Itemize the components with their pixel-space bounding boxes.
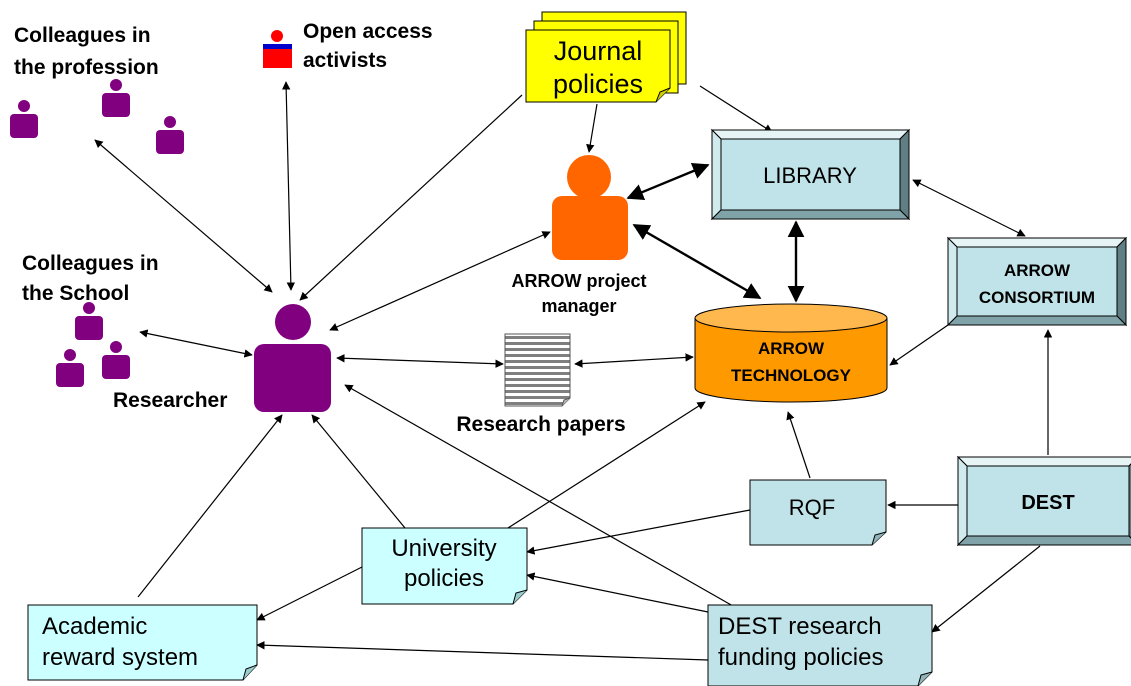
- label-colleagues-profession: the profession: [14, 56, 159, 79]
- arrow-rqf-technology: [786, 411, 811, 479]
- label-colleagues-school: Colleagues in: [22, 252, 159, 275]
- journal-policies-note: [525, 11, 687, 103]
- arrow-journal-researcher: [299, 94, 523, 301]
- arrow-profession-researcher: [94, 139, 273, 293]
- research-papers-document-icon: [504, 333, 571, 407]
- label-dest-funding: DEST research: [718, 613, 882, 640]
- label-researcher: Researcher: [113, 389, 227, 412]
- arrow-university-technology: [507, 401, 706, 529]
- person-icon: [75, 302, 103, 340]
- label-university-policies: policies: [404, 565, 484, 592]
- person-icon: [156, 116, 184, 154]
- label-academic-reward: Academic: [42, 613, 147, 640]
- label-arrow-consortium: CONSORTIUM: [979, 288, 1095, 307]
- arrow-funding-researcher: [344, 384, 741, 611]
- label-open-access: Open access: [303, 20, 433, 43]
- person-icon: [102, 341, 130, 379]
- person-icons: [10, 79, 331, 412]
- label-journal-policies: Journal: [554, 36, 643, 66]
- arrow-manager-library: [626, 163, 710, 200]
- arrow-funding-university: [526, 572, 709, 613]
- arrow-papers-technology: [574, 353, 694, 368]
- dest-box: [956, 455, 1131, 547]
- arrow-school-researcher: [139, 329, 253, 358]
- arrow-dest-funding: [931, 545, 1041, 633]
- label-dest: DEST: [1021, 492, 1074, 514]
- academic-reward-note: [27, 604, 258, 681]
- activist-person-icon: [263, 30, 292, 68]
- researcher-person-icon: [254, 304, 331, 412]
- library-box: [710, 128, 911, 221]
- arrow-manager-person-icon: [552, 155, 628, 260]
- university-policies-note: [361, 527, 528, 605]
- arrow-consortium-box: [946, 236, 1128, 327]
- label-research-papers: Research papers: [456, 413, 625, 436]
- label-arrow-technology: ARROW: [758, 339, 825, 358]
- arrow-consortium-technology: [889, 324, 949, 366]
- label-colleagues-profession: Colleagues in: [14, 24, 151, 47]
- arrow-journal-library: [699, 85, 773, 133]
- label-arrow-technology: TECHNOLOGY: [731, 366, 852, 385]
- label-rqf: RQF: [789, 495, 835, 520]
- arrow-activists-researcher: [281, 81, 296, 291]
- label-academic-reward: reward system: [42, 644, 198, 671]
- label-arrow-consortium: ARROW: [1004, 261, 1071, 280]
- label-open-access: activists: [303, 49, 387, 72]
- arrow-technology-cylinder: [694, 303, 888, 403]
- arrow-manager-researcher: [329, 231, 551, 331]
- arrow-funding-academic: [256, 641, 709, 661]
- person-icon: [10, 100, 38, 138]
- label-university-policies: University: [391, 535, 496, 562]
- dest-funding-note: [707, 604, 933, 686]
- arrow-researcher-papers: [336, 354, 504, 368]
- arrow-academic-researcher: [137, 414, 283, 598]
- label-arrow-manager: ARROW project: [512, 271, 647, 291]
- label-arrow-manager: manager: [541, 296, 616, 316]
- arrow-rqf-university: [526, 509, 751, 555]
- person-icon: [102, 79, 130, 117]
- labels: Colleagues in the profession Open access…: [14, 20, 1095, 671]
- label-dest-funding: funding policies: [718, 644, 883, 671]
- arrow-manager-technology: [632, 223, 762, 300]
- rqf-note: [749, 479, 887, 546]
- arrow-library-consortium: [912, 179, 1026, 237]
- arrow-journal-manager: [586, 103, 598, 153]
- arrow-university-academic: [256, 566, 363, 621]
- label-library: LIBRARY: [763, 163, 857, 188]
- label-journal-policies: policies: [553, 69, 643, 99]
- person-icon: [56, 349, 84, 387]
- label-colleagues-school: the School: [22, 282, 129, 305]
- arrow-university-researcher: [311, 414, 406, 529]
- connectors: [94, 81, 1053, 661]
